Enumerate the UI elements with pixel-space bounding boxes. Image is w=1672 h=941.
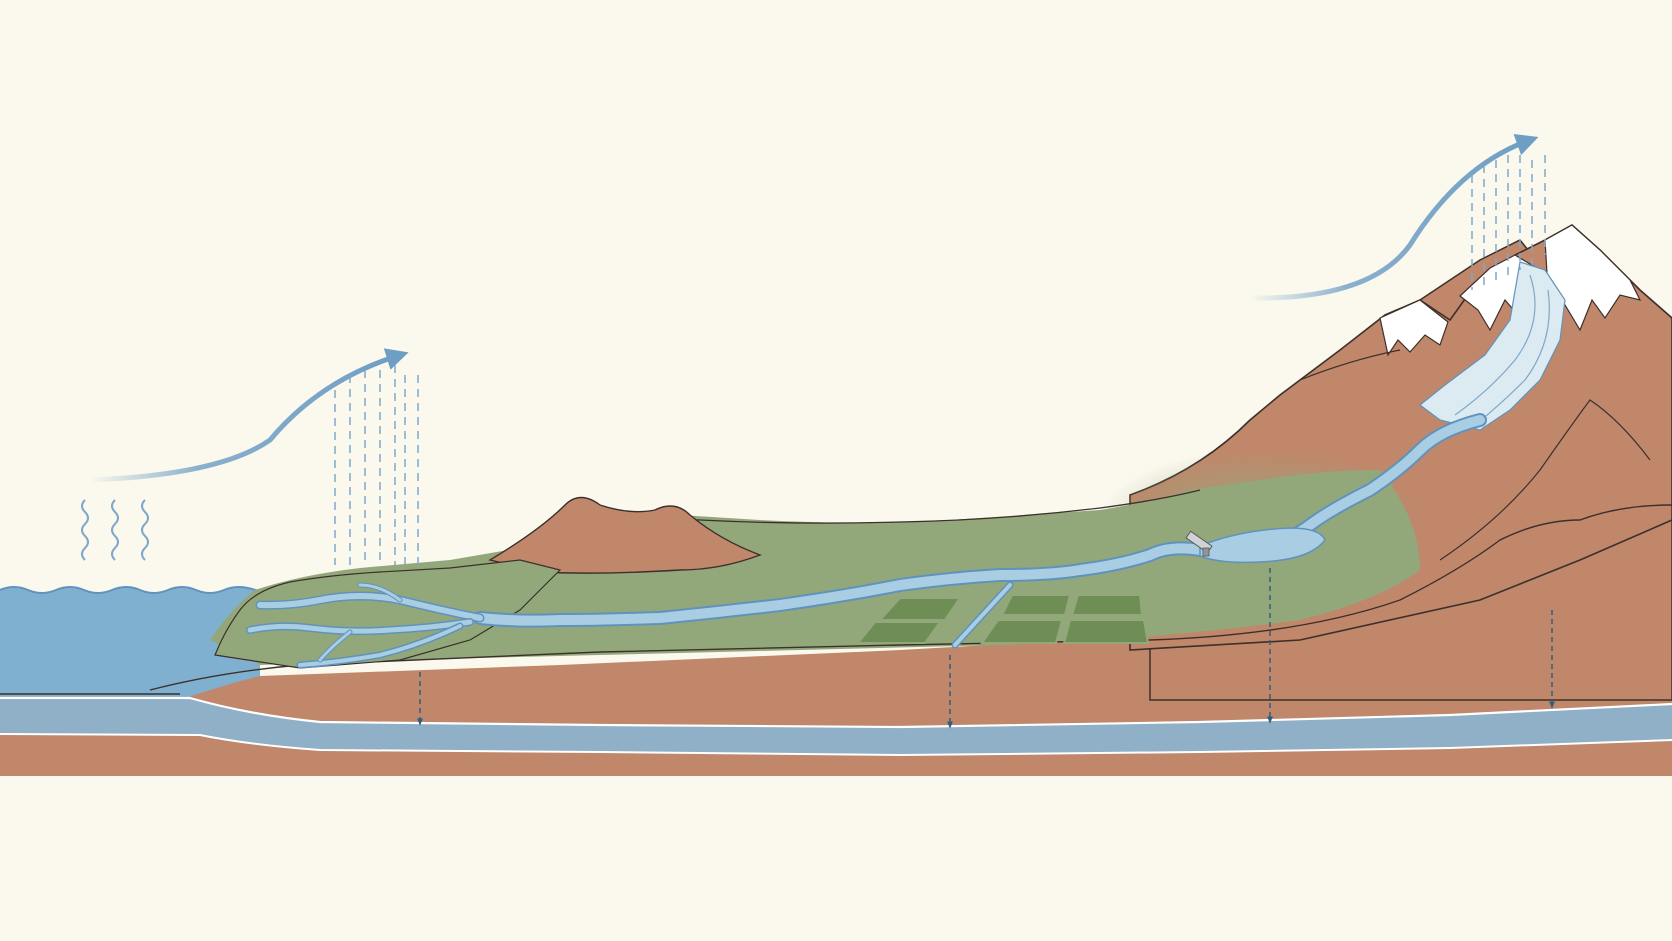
central-hill <box>488 496 762 574</box>
curved-arrow-icon <box>1247 133 1539 301</box>
wavy-vapor-icon <box>111 499 119 561</box>
field-plot <box>980 619 1064 644</box>
aquifer-bottom-line <box>0 733 1672 757</box>
ocean <box>0 587 260 700</box>
glacier-flow-line-2 <box>1474 289 1550 426</box>
glacier-flow-line-1 <box>1454 274 1536 416</box>
mountain-ridge-line <box>1299 349 1401 381</box>
reservoir <box>1199 527 1326 564</box>
wavy-vapor-icon <box>81 499 89 561</box>
field-plot <box>1062 619 1150 644</box>
dam-icon <box>1185 530 1213 557</box>
agricultural-fields <box>855 594 1150 644</box>
glacier <box>1419 261 1566 431</box>
field-plot <box>1000 594 1072 616</box>
aquifer-top-line <box>0 696 1672 729</box>
groundwater-aquifer <box>0 698 1672 755</box>
evaporation-vapor <box>81 499 149 561</box>
snow-cap-left <box>1379 299 1449 357</box>
infiltration-arrows <box>417 568 1555 729</box>
curved-arrow-icon <box>87 348 409 483</box>
precipitation-right <box>1471 155 1546 290</box>
ground-surface-line <box>149 504 1672 691</box>
foothill-ridge-line <box>1439 399 1651 561</box>
wavy-vapor-icon <box>141 499 149 561</box>
vegetation-glow <box>1100 450 1420 590</box>
field-plot <box>877 597 962 621</box>
field-plot <box>1070 594 1144 616</box>
ocean-wave-line <box>0 586 256 594</box>
precipitation-left <box>334 365 419 565</box>
delta-land <box>214 559 562 669</box>
field-plot <box>855 621 942 644</box>
river-system <box>246 413 1487 669</box>
